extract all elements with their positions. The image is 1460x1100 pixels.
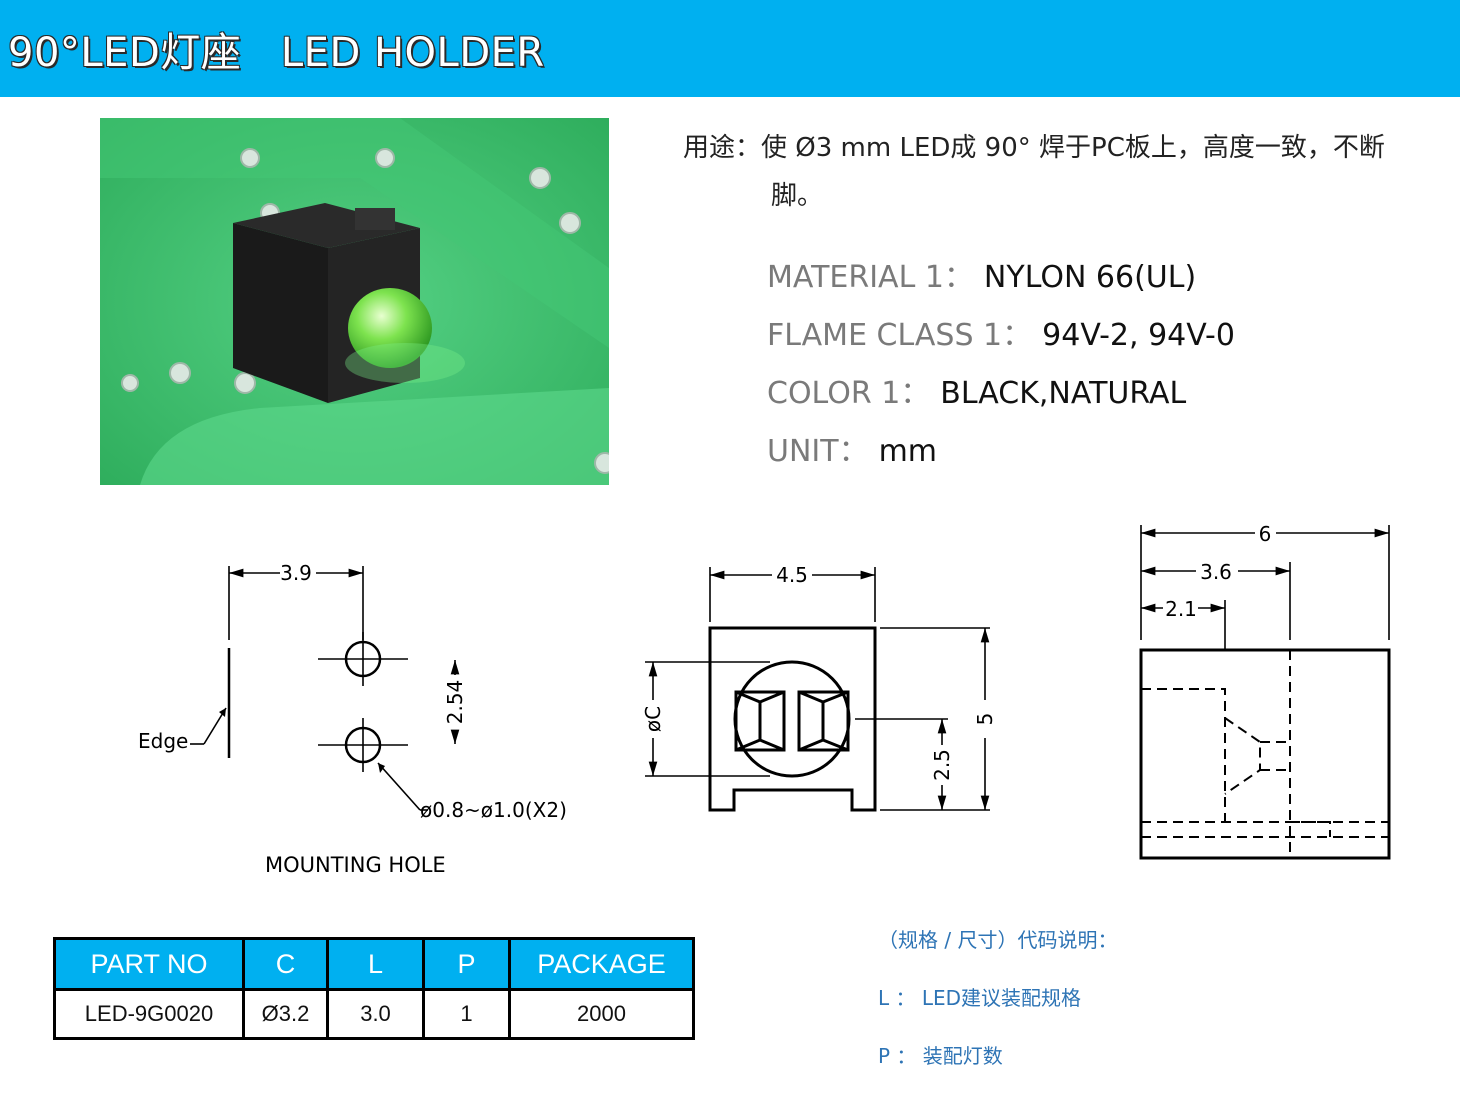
dim-front-height: 5: [973, 713, 997, 726]
code-notes-title: （规格 / 尺寸）代码说明：: [878, 928, 1118, 952]
table-cell: LED-9G0020: [53, 988, 245, 1040]
dim-front-center: 2.5: [930, 749, 954, 781]
table-header: L: [326, 937, 425, 991]
usage-text: 使 Ø3 mm LED成 90° 焊于PC板上，高度一致，不断: [761, 133, 1385, 163]
property-value: NYLON 66(UL): [983, 260, 1197, 295]
mounting-hole-caption: MOUNTING HOLE: [265, 853, 446, 877]
property-label: UNIT：: [767, 434, 869, 469]
table-header: C: [242, 937, 329, 991]
code-note-item: L ： LED建议装配规格: [878, 986, 1082, 1010]
dim-front-c: øC: [641, 706, 665, 732]
front-view-drawing: [645, 567, 990, 812]
property-value: 94V-2, 94V-0: [1042, 318, 1235, 353]
property-value: BLACK,NATURAL: [940, 376, 1187, 411]
table-row: LED-9G0020 Ø3.2 3.0 1 2000: [53, 988, 695, 1040]
usage-text-cont: 脚。: [771, 181, 824, 211]
table-header: PART NO: [53, 937, 245, 991]
header-bar: 90°LED灯座 LED HOLDER: [0, 0, 1460, 97]
dim-side-mid: 3.6: [1200, 560, 1232, 584]
property-label: COLOR 1：: [767, 376, 931, 411]
dim-side-small: 2.1: [1165, 597, 1197, 621]
table-header-row: PART NO C L P PACKAGE: [53, 937, 695, 991]
property-value: mm: [878, 434, 938, 469]
dim-side-total: 6: [1259, 522, 1272, 546]
edge-label: Edge: [138, 729, 188, 753]
dim-mounting-width: 3.9: [280, 561, 312, 585]
spec-table: PART NO C L P PACKAGE LED-9G0020 Ø3.2 3.…: [53, 937, 695, 1040]
property-label: FLAME CLASS 1：: [767, 318, 1033, 353]
table-cell: 1: [422, 988, 511, 1040]
technical-drawings: 3.9 2.54 Edge ø0.8~ø1.0(X2) MOUNTING HOL…: [138, 522, 1391, 877]
property-label: MATERIAL 1：: [767, 260, 974, 295]
table-cell: 3.0: [326, 988, 425, 1040]
product-photo: [100, 118, 609, 485]
property-material: MATERIAL 1： NYLON 66(UL): [767, 253, 1235, 311]
properties-list: MATERIAL 1： NYLON 66(UL) FLAME CLASS 1： 94…: [767, 253, 1235, 485]
usage-description: 用途：使 Ø3 mm LED成 90° 焊于PC板上，高度一致，不断 脚。: [683, 124, 1453, 220]
table-cell: Ø3.2: [242, 988, 329, 1040]
dim-mounting-pitch: 2.54: [443, 680, 467, 725]
property-unit: UNIT： mm: [767, 427, 1235, 485]
code-notes: （规格 / 尺寸）代码说明： L ： LED建议装配规格 P ： 装配灯数: [878, 926, 1117, 1100]
hole-size-label: ø0.8~ø1.0(X2): [420, 798, 567, 822]
side-view-drawing: [1139, 525, 1391, 860]
mounting-hole-drawing: [190, 566, 460, 811]
table-cell: 2000: [508, 988, 695, 1040]
property-color: COLOR 1： BLACK,NATURAL: [767, 369, 1235, 427]
table-header: P: [422, 937, 511, 991]
code-note-item: P ： 装配灯数: [878, 1044, 1003, 1068]
table-header: PACKAGE: [508, 937, 695, 991]
page-title: 90°LED灯座 LED HOLDER: [8, 30, 545, 76]
property-flame-class: FLAME CLASS 1： 94V-2, 94V-0: [767, 311, 1235, 369]
dim-front-width: 4.5: [776, 563, 808, 587]
usage-label: 用途：: [683, 133, 762, 163]
